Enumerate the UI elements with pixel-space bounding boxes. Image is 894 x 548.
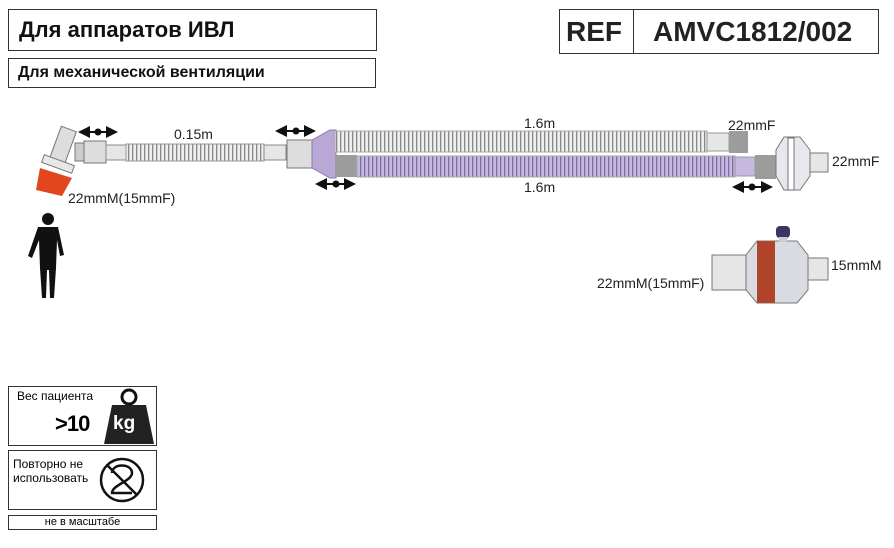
weight-label: Вес пациента bbox=[17, 389, 94, 403]
subtitle-box: Для механической вентиляции bbox=[8, 58, 376, 88]
lower-tube bbox=[335, 155, 776, 179]
ref-code: AMVC1812/002 bbox=[653, 16, 853, 47]
weight-unit: kg bbox=[113, 413, 136, 434]
short-tube bbox=[83, 139, 313, 169]
patient-weight-symbol: Вес пациента >10 kg bbox=[8, 386, 157, 446]
adjust-arrow-icons bbox=[78, 125, 773, 193]
mask-elbow-icon bbox=[36, 125, 86, 196]
lower-tube-length-label: 1.6m bbox=[524, 179, 556, 195]
filter2-inlet-label: 22mmM(15mmF) bbox=[597, 275, 705, 291]
patient-connector-label: 22mmM(15mmF) bbox=[68, 190, 176, 206]
reuse-label-line1: Повторно не bbox=[13, 457, 84, 471]
short-tube-length-label: 0.15m bbox=[174, 126, 213, 142]
filter2-outlet-label: 15mmM bbox=[831, 257, 882, 273]
ref-label: REF bbox=[566, 16, 622, 47]
patient-silhouette-icon bbox=[28, 213, 64, 298]
weight-icon bbox=[104, 388, 154, 444]
upper-tube-end-label: 22mmF bbox=[728, 117, 776, 133]
upper-tube bbox=[334, 130, 748, 153]
scale-note-box: не в масштабе bbox=[8, 515, 157, 530]
filter-detail-icon bbox=[711, 226, 829, 304]
title-box: Для аппаратов ИВЛ bbox=[8, 9, 377, 51]
do-not-reuse-icon bbox=[99, 457, 145, 503]
upper-tube-length-label: 1.6m bbox=[524, 115, 556, 131]
scale-note: не в масштабе bbox=[44, 516, 121, 528]
page-title: Для аппаратов ИВЛ bbox=[19, 17, 235, 42]
ref-divider bbox=[633, 10, 634, 53]
weight-value: >10 bbox=[55, 411, 90, 436]
filter-outlet-label: 22mmF bbox=[832, 153, 880, 169]
filter-icon bbox=[775, 136, 829, 191]
page-subtitle: Для механической вентиляции bbox=[18, 64, 265, 81]
do-not-reuse-symbol: Повторно не использовать bbox=[8, 450, 157, 510]
y-piece bbox=[311, 129, 337, 179]
ref-box: REF AMVC1812/002 bbox=[559, 9, 879, 54]
reuse-label-line2: использовать bbox=[13, 471, 89, 485]
